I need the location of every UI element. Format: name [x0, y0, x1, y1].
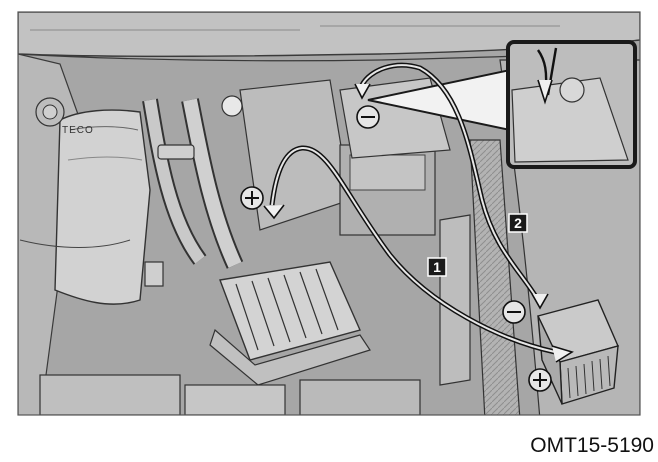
terminal-positive-engine	[240, 186, 264, 210]
figure-code: OMT15-5190	[530, 434, 654, 457]
jumper-cable-2	[354, 62, 549, 310]
terminal-positive-battery	[528, 368, 552, 392]
callout-2-label: 2	[514, 215, 522, 231]
jumper-cable-1	[263, 145, 574, 363]
inset-magnified-view	[367, 40, 637, 169]
terminal-negative-battery	[502, 300, 526, 324]
callout-2: 2	[508, 213, 528, 233]
callout-1: 1	[427, 257, 447, 277]
callout-1-label: 1	[433, 259, 441, 275]
engine-cover-text: TECO	[62, 125, 94, 136]
booster-battery	[537, 299, 619, 405]
terminal-negative-engine	[356, 105, 380, 129]
